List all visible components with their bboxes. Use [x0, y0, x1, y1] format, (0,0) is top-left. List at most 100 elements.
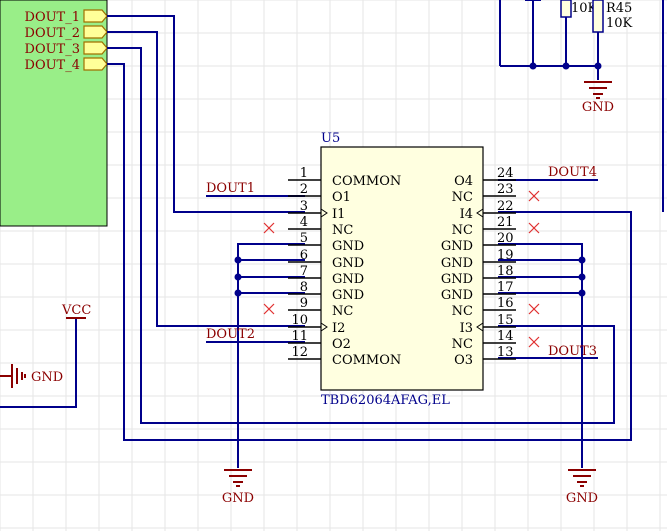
- pin-6-name: GND: [332, 256, 364, 271]
- pin-18-name: GND: [441, 272, 473, 287]
- pin-22-name: I4: [460, 207, 473, 222]
- port-dout-4-label: DOUT_4: [25, 58, 80, 73]
- wire-dout2-i2[interactable]: [107, 31, 305, 327]
- pin-19-number: 19: [497, 248, 514, 263]
- pin-19-name: GND: [441, 256, 473, 271]
- pin-9-name: NC: [332, 304, 353, 319]
- gnd-right-label: GND: [566, 491, 598, 506]
- resistor-left-value: 10K: [571, 1, 598, 16]
- wire-dout3-i3[interactable]: [107, 47, 615, 424]
- chip-left-pins: 1COMMON2O13I14NC5GND6GND7GND8GND9NC10I21…: [288, 166, 401, 368]
- no-connect-pin16: [528, 303, 540, 315]
- pin-12-number: 12: [291, 345, 308, 360]
- pin-22-number: 22: [497, 199, 514, 214]
- pin-3-number: 3: [300, 199, 308, 214]
- chip-right-pins: 24O423NC22I421NC20GND19GND18GND17GND16NC…: [441, 166, 516, 368]
- pin-13-number: 13: [497, 345, 514, 360]
- no-connect-pin9: [263, 303, 275, 315]
- pin-13-name: O3: [454, 353, 473, 368]
- pin-17-number: 17: [497, 280, 514, 295]
- net-label-dout2: DOUT2: [206, 327, 255, 342]
- net-label-dout3: DOUT3: [548, 344, 597, 359]
- pin-4-name: NC: [332, 223, 353, 238]
- pin-11-number: 11: [291, 329, 308, 344]
- pin-5-name: GND: [332, 239, 364, 254]
- pin-15-name: I3: [460, 321, 473, 336]
- resistor-left[interactable]: 10K: [560, 0, 598, 18]
- gnd-symbol-left[interactable]: GND: [222, 469, 254, 506]
- pin-8-name: GND: [332, 288, 364, 303]
- pin-3-name: I1: [332, 207, 345, 222]
- chip-designator: U5: [321, 131, 340, 146]
- pin-1-name: COMMON: [332, 174, 401, 189]
- pin-22-input-marker: [476, 208, 484, 218]
- pin-2-name: O1: [332, 190, 351, 205]
- gnd-left-label: GND: [222, 491, 254, 506]
- wires: [0, 0, 664, 468]
- gnd-symbol-side[interactable]: GND: [0, 364, 63, 388]
- wire-dout1-i1[interactable]: [107, 15, 305, 213]
- pin-6-number: 6: [300, 248, 308, 263]
- junctions: [234, 62, 602, 297]
- pin-18-number: 18: [497, 264, 514, 279]
- pin-10-number: 10: [291, 313, 308, 328]
- port-dout-1-label: DOUT_1: [25, 10, 80, 25]
- no-connect-markers: [263, 190, 540, 348]
- pin-4-number: 4: [300, 215, 308, 230]
- port-dout-4[interactable]: DOUT_4: [25, 57, 108, 73]
- no-connect-pin23: [528, 190, 540, 202]
- gnd-symbol-right[interactable]: GND: [566, 469, 598, 506]
- wire-gnd-left[interactable]: [237, 243, 305, 468]
- chip-part-number: TBD62064AFAG,EL: [321, 393, 450, 408]
- pin-8-number: 8: [300, 280, 308, 295]
- vcc-label: VCC: [61, 303, 91, 318]
- pin-24-name: O4: [454, 174, 473, 189]
- pin-23-name: NC: [452, 190, 473, 205]
- pin-23-number: 23: [497, 182, 514, 197]
- pin-7-name: GND: [332, 272, 364, 287]
- net-label-dout4: DOUT4: [548, 165, 597, 180]
- pin-21-name: NC: [452, 223, 473, 238]
- pin-17-name: GND: [441, 288, 473, 303]
- pin-14-number: 14: [497, 329, 514, 344]
- pin-10-input-marker: [320, 322, 328, 332]
- no-connect-pin21: [528, 222, 540, 234]
- pin-15-input-marker: [476, 322, 484, 332]
- no-connect-pin14: [528, 336, 540, 348]
- port-dout-2-label: DOUT_2: [25, 26, 80, 41]
- port-dout-2[interactable]: DOUT_2: [25, 25, 108, 41]
- gnd-side-label: GND: [31, 370, 63, 385]
- port-dout-3[interactable]: DOUT_3: [25, 41, 108, 57]
- pin-16-number: 16: [497, 296, 514, 311]
- pin-2-number: 2: [300, 182, 308, 197]
- wire-gnd-right[interactable]: [498, 243, 583, 468]
- chip-body[interactable]: [320, 146, 484, 391]
- pin-1-number: 1: [300, 166, 308, 181]
- port-dout-1[interactable]: DOUT_1: [25, 9, 108, 25]
- resistor-r45-value: 10K: [606, 16, 633, 31]
- pin-12-name: COMMON: [332, 353, 401, 368]
- pin-7-number: 7: [300, 264, 308, 279]
- gnd-top-label: GND: [582, 100, 614, 115]
- pin-9-number: 9: [300, 296, 308, 311]
- resistor-r45[interactable]: R45 10K: [592, 0, 633, 33]
- pin-20-number: 20: [497, 231, 514, 246]
- vcc-power-symbol[interactable]: VCC: [61, 303, 91, 319]
- wire-vcc[interactable]: [0, 318, 77, 408]
- pin-5-number: 5: [300, 231, 308, 246]
- pin-15-number: 15: [497, 313, 514, 328]
- pin-11-name: O2: [332, 337, 351, 352]
- port-dout-3-label: DOUT_3: [25, 42, 80, 57]
- pin-21-number: 21: [497, 215, 514, 230]
- wire-dout4-i4[interactable]: [107, 63, 632, 441]
- net-label-dout1: DOUT1: [206, 181, 255, 196]
- pin-24-number: 24: [497, 166, 514, 181]
- gnd-symbol-top[interactable]: GND: [582, 81, 614, 115]
- pin-14-name: NC: [452, 337, 473, 352]
- pin-20-name: GND: [441, 239, 473, 254]
- no-connect-pin4: [263, 222, 275, 234]
- pin-10-name: I2: [332, 321, 345, 336]
- resistor-r45-designator: R45: [606, 1, 632, 16]
- pin-16-name: NC: [452, 304, 473, 319]
